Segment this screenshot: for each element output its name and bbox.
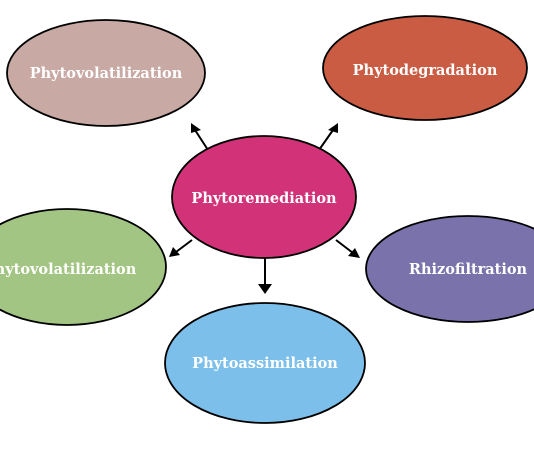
node-phytoassimilation: Phytoassimilation: [164, 302, 366, 424]
node-rhizofiltration: Rhizofiltration: [365, 215, 534, 323]
node-phytovolatilization-top-shape: [6, 19, 206, 127]
arrow-to-phytovolatilization-top: [191, 123, 209, 151]
node-phytodegradation-label: Phytodegradation: [353, 62, 498, 79]
node-phytovolatilization-left-shape: [0, 208, 167, 326]
node-phytoassimilation-label: Phytoassimilation: [192, 355, 338, 372]
node-phytoremediation-shape: [171, 135, 357, 259]
node-phytodegradation: Phytodegradation: [322, 15, 528, 121]
node-phytoremediation-label: Phytoremediation: [191, 190, 337, 207]
node-phytoremediation-center: Phytoremediation: [171, 135, 357, 259]
arrow-to-phytovolatilization-left: [169, 239, 193, 257]
node-phytodegradation-shape: [322, 15, 528, 121]
connector-arrows: [169, 123, 360, 294]
node-phytoassimilation-shape: [164, 302, 366, 424]
arrow-to-rhizofiltration: [335, 239, 360, 258]
node-phytovolatilization-top-label: Phytovolatilization: [30, 65, 183, 82]
arrow-to-phytoassimilation: [258, 257, 272, 294]
node-rhizofiltration-label: Rhizofiltration: [409, 261, 528, 278]
node-phytovolatilization-left-label: Phytovolatilization: [0, 261, 137, 278]
node-phytovolatilization-left: Phytovolatilization: [0, 208, 167, 326]
arrow-to-phytodegradation: [318, 123, 338, 151]
node-rhizofiltration-shape: [365, 215, 534, 323]
node-phytovolatilization-top: Phytovolatilization: [6, 19, 206, 127]
